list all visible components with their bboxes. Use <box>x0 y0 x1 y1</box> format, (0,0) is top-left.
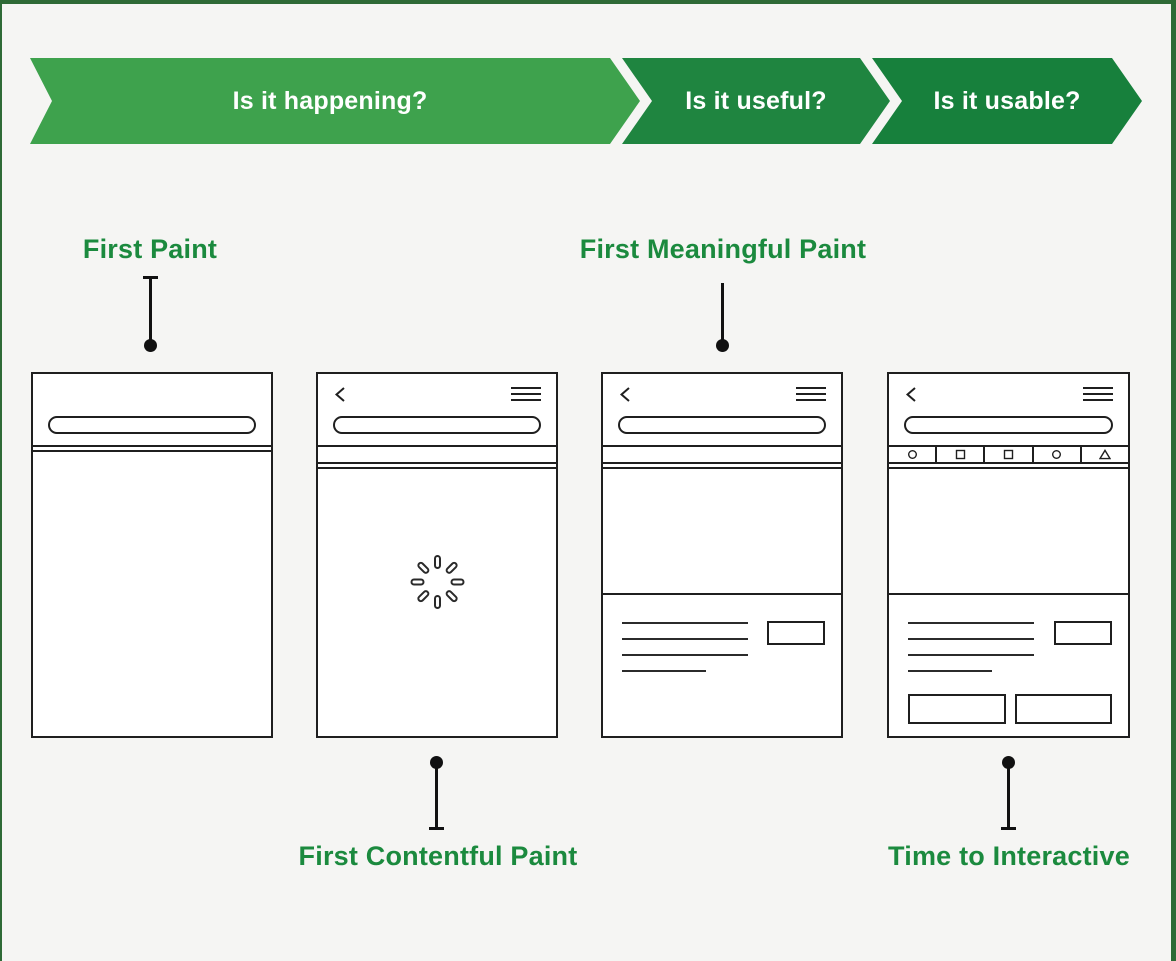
text-line <box>622 622 748 624</box>
toolbar-cell <box>1034 447 1082 462</box>
toolbar-strip <box>318 447 556 464</box>
menu-icon <box>1083 387 1113 405</box>
toolbar-cell <box>937 447 986 462</box>
frame-edge-right <box>1171 0 1176 961</box>
cta-box <box>767 621 825 645</box>
back-icon <box>333 386 346 408</box>
browser-header <box>603 374 841 447</box>
back-icon <box>904 386 917 408</box>
back-icon <box>618 386 631 408</box>
browser-header <box>33 374 271 447</box>
menu-icon <box>796 387 826 405</box>
text-line <box>622 638 748 640</box>
toolbar-strip <box>603 447 841 464</box>
square-icon <box>1003 449 1014 460</box>
text-line <box>908 638 1034 640</box>
pointer-cap <box>429 827 444 830</box>
circle-icon <box>907 450 917 459</box>
banner-step-usable: Is it usable? <box>872 58 1142 144</box>
time-to-interactive-label: Time to Interactive <box>888 841 1130 871</box>
pointer-cap <box>1001 827 1016 830</box>
pointer-line <box>149 277 152 342</box>
first-meaningful-paint-frame <box>601 372 843 738</box>
button-box <box>908 694 1006 724</box>
banner-step-happening: Is it happening? <box>30 58 640 144</box>
url-bar <box>333 416 541 434</box>
text-line <box>622 654 748 656</box>
blank-page <box>33 450 271 736</box>
triangle-icon <box>1098 449 1111 460</box>
text-line <box>622 670 706 672</box>
toolbar-cell <box>889 447 938 462</box>
url-bar <box>618 416 826 434</box>
time-to-interactive-frame <box>887 372 1130 738</box>
content-page <box>889 467 1128 736</box>
frame-edge-left <box>0 0 2 961</box>
first-meaningful-paint-label: First Meaningful Paint <box>579 234 867 264</box>
circle-icon <box>1052 450 1062 459</box>
pointer-dot <box>144 339 157 352</box>
browser-header <box>889 374 1128 447</box>
pointer-dot <box>1002 756 1015 769</box>
square-icon <box>955 449 965 460</box>
spinner-icon <box>410 555 464 609</box>
browser-header <box>318 374 556 447</box>
toolbar-cell <box>1082 447 1128 462</box>
text-lines <box>889 595 1128 672</box>
url-bar <box>48 416 256 434</box>
pointer-dot <box>716 339 729 352</box>
hero-block <box>603 469 841 595</box>
first-contentful-paint-label: First Contentful Paint <box>298 841 578 871</box>
toolbar-strip <box>889 447 1128 464</box>
text-line <box>908 670 992 672</box>
text-line <box>908 654 1034 656</box>
content-page <box>603 467 841 736</box>
toolbar-cell <box>985 447 1034 462</box>
menu-icon <box>511 387 541 405</box>
hero-block <box>889 469 1128 595</box>
text-lines <box>603 595 841 672</box>
pointer-dot <box>430 756 443 769</box>
first-paint-label: First Paint <box>82 234 218 264</box>
loading-page <box>318 467 556 736</box>
banner-step-happening-label: Is it happening? <box>232 86 428 115</box>
banner-step-useful-label: Is it useful? <box>685 86 827 115</box>
pointer-line <box>721 283 724 342</box>
banner-step-usable-label: Is it usable? <box>933 86 1081 115</box>
banner-step-useful: Is it useful? <box>622 58 890 144</box>
text-line <box>908 622 1034 624</box>
first-paint-frame <box>31 372 273 738</box>
pointer-line <box>1007 766 1010 828</box>
frame-edge-top <box>0 0 1176 4</box>
url-bar <box>904 416 1113 434</box>
first-contentful-paint-frame <box>316 372 558 738</box>
button-box <box>1015 694 1112 724</box>
cta-box <box>1054 621 1112 645</box>
pointer-line <box>435 766 438 828</box>
